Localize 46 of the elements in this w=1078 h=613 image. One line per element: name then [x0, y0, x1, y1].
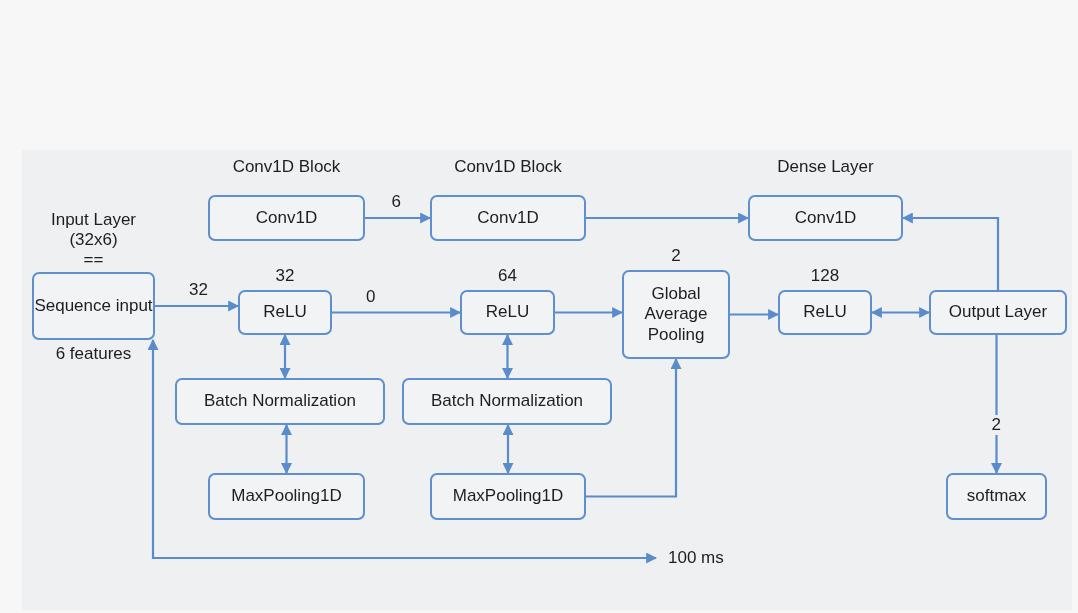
block-heading: Dense Layer [777, 157, 874, 178]
arrow [155, 300, 240, 312]
layer-annotation: == [83, 250, 104, 271]
arrow [586, 357, 682, 498]
arrow [502, 423, 514, 475]
layer-annotation: 64 [498, 266, 517, 287]
layer-name: Batch Normalization [430, 391, 584, 412]
arrow [991, 335, 1002, 475]
layer-name: Conv1D [794, 207, 857, 229]
arrow [279, 333, 291, 380]
arrow [502, 333, 513, 380]
layer-box [402, 378, 612, 425]
layer-box [208, 473, 365, 520]
duration-text: 100 ms [668, 547, 724, 569]
layer-annotation: 128 [810, 266, 840, 287]
layer-name: Sequence input [34, 295, 153, 317]
layer-box [946, 473, 1047, 520]
layer-name: ReLU [485, 302, 530, 323]
arrow [555, 307, 624, 318]
arrow [586, 212, 750, 224]
arrow [147, 338, 658, 564]
arrow [730, 309, 780, 320]
layer-annotation: 6 features [55, 344, 132, 365]
arrow [281, 423, 292, 475]
layer-name: MaxPooling1D [452, 486, 564, 507]
layer-box [929, 290, 1067, 335]
block-heading: Input Layer (32x6) [49, 210, 138, 251]
layer-annotation: 32 [275, 266, 295, 287]
arrow [365, 212, 432, 224]
layer-name: Global Average Pooling [643, 283, 709, 346]
arrow [870, 307, 931, 318]
layer-annotation: 2 [671, 246, 681, 267]
layer-name: Conv1D [255, 207, 318, 229]
layer-name: MaxPooling1D [231, 486, 342, 507]
arrow [901, 212, 1000, 290]
arrow [332, 307, 462, 318]
layer-name: Batch Normalization [203, 391, 357, 412]
block-heading: Conv1D Block [232, 157, 341, 178]
layer-name: ReLU [263, 302, 307, 323]
layer-box [430, 473, 586, 520]
block-heading: Conv1D Block [454, 157, 562, 178]
layer-name: Output Layer [948, 302, 1048, 323]
layer-name: Conv1D [477, 207, 539, 229]
layer-box [175, 378, 385, 425]
layer-name: ReLU [803, 302, 847, 323]
layer-name: softmax [966, 486, 1027, 507]
